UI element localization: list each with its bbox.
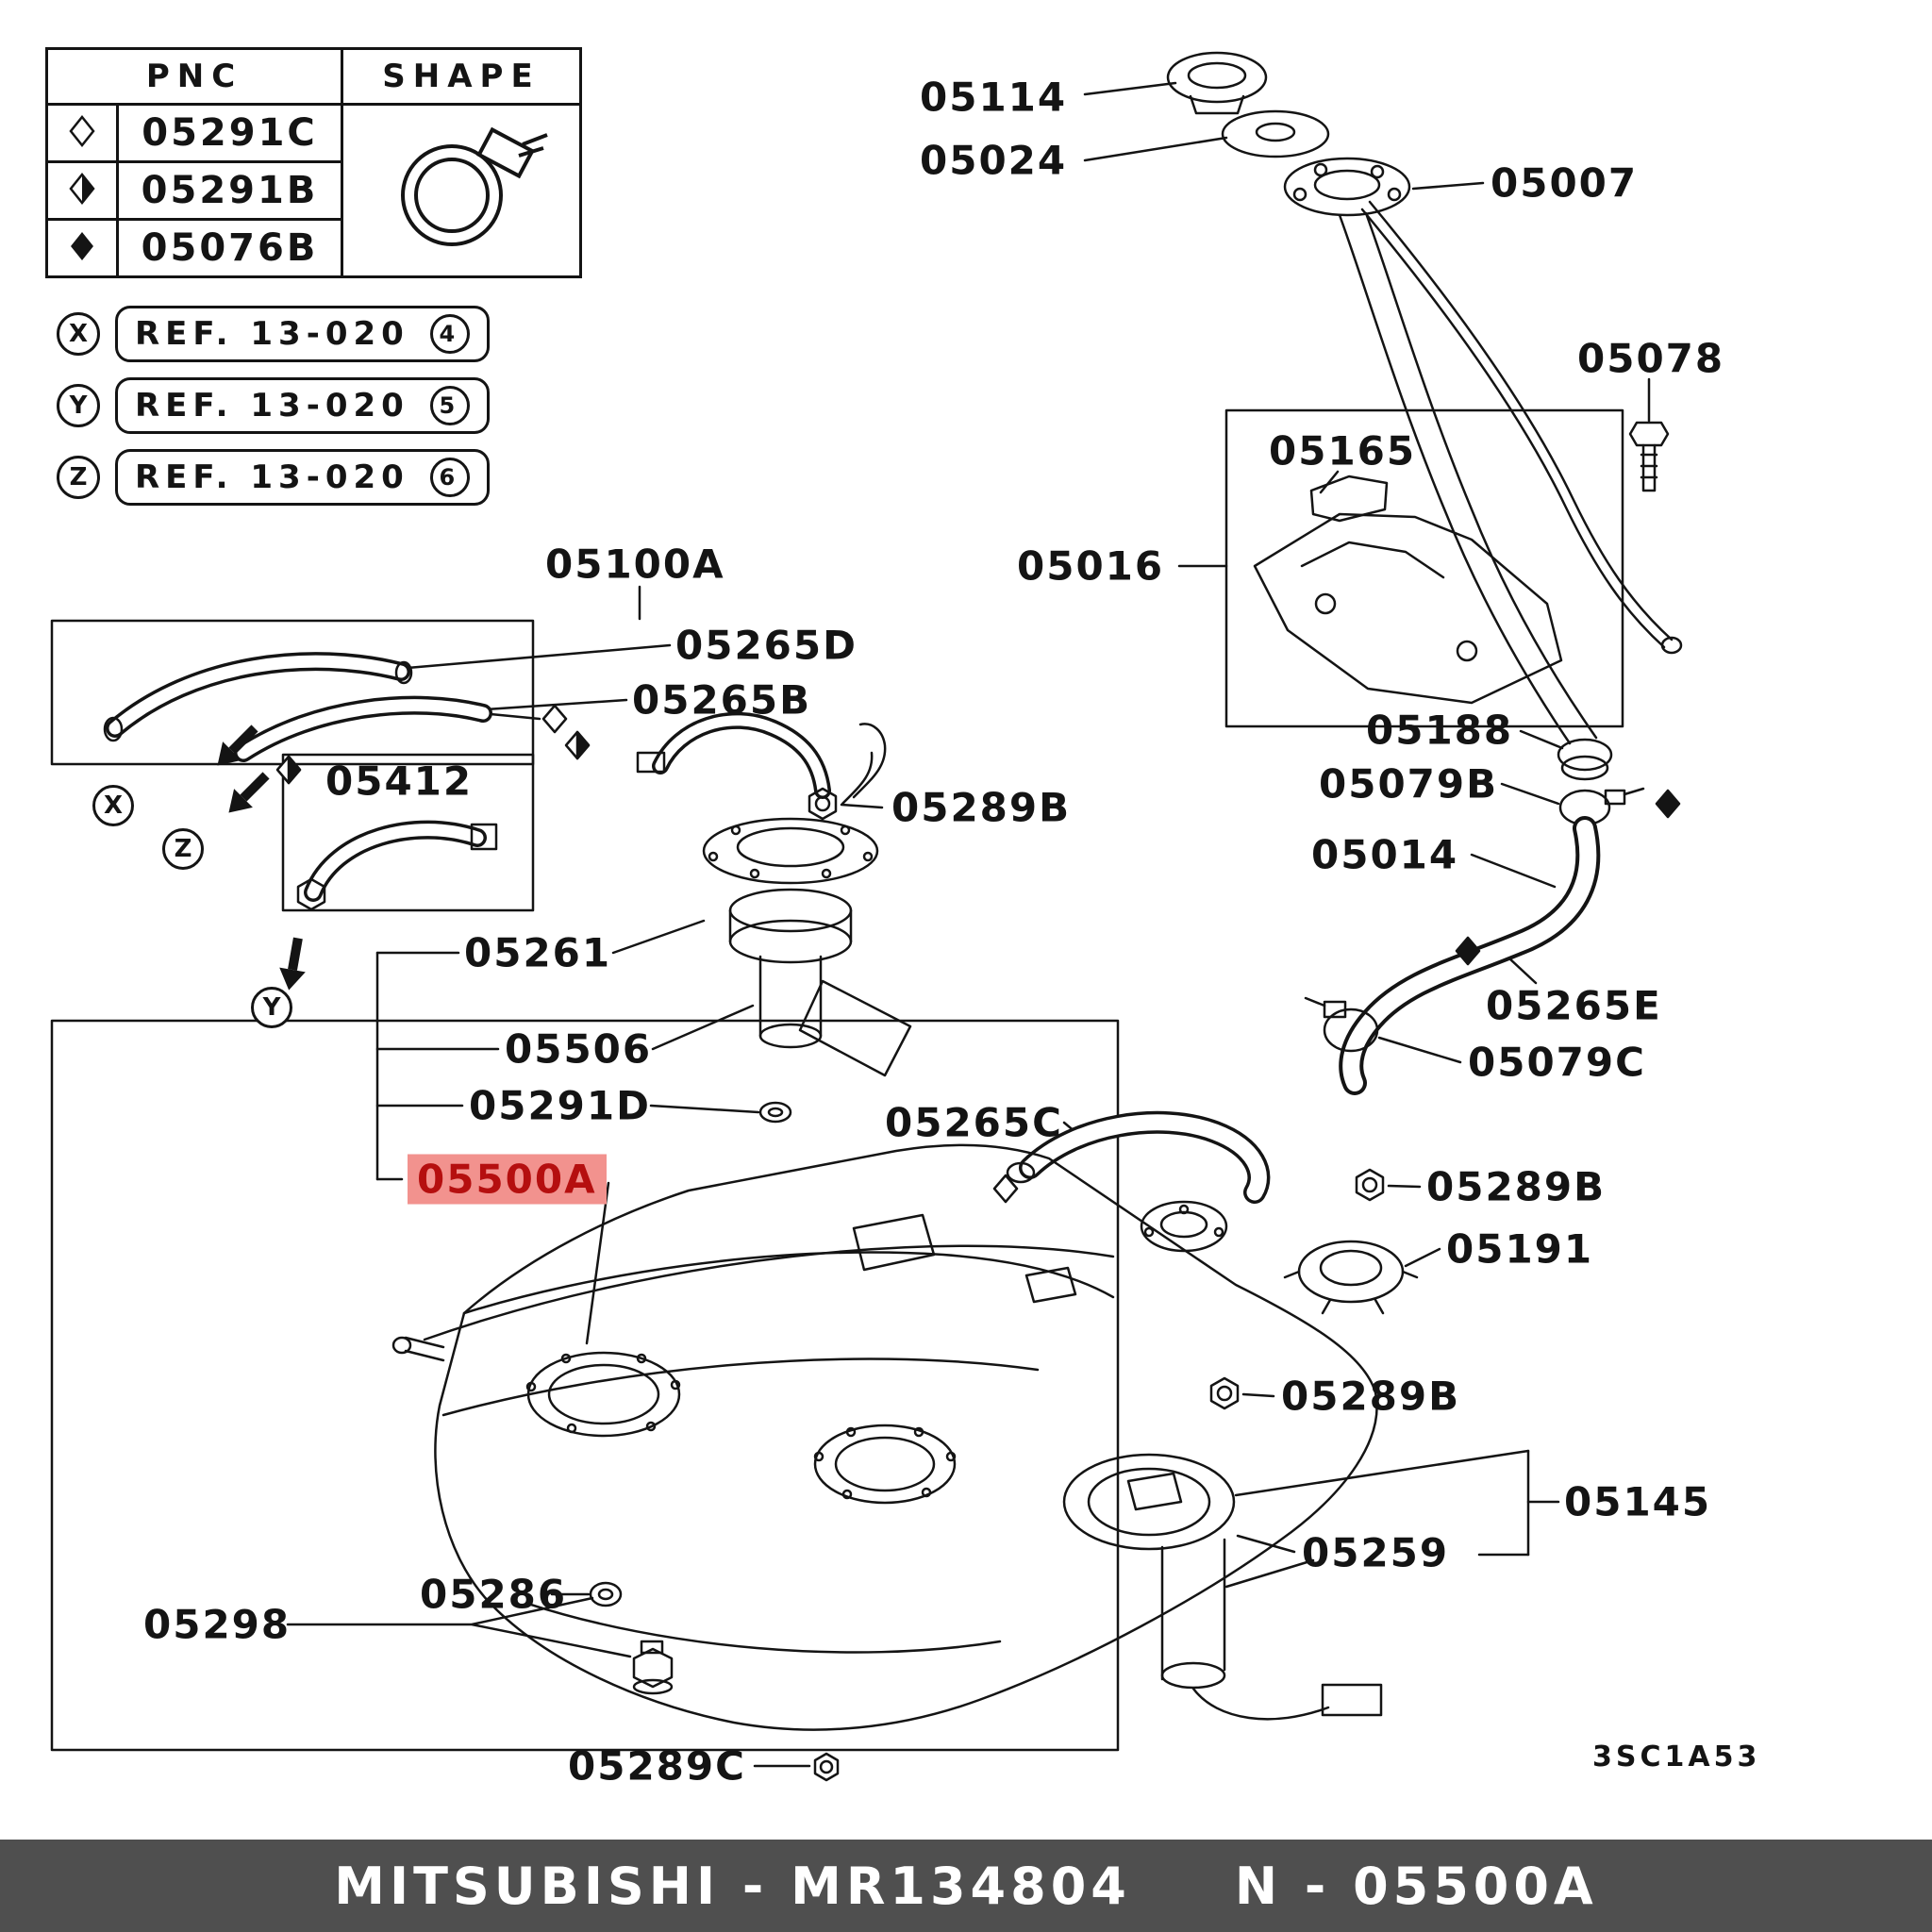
fuel-filler-cap bbox=[1166, 51, 1268, 115]
fuel-filler-neck bbox=[1283, 157, 1683, 745]
part-label-05024: 05024 bbox=[920, 137, 1068, 184]
ref-row-x: X REF. 13-020 4 bbox=[57, 306, 490, 362]
part-label-05298: 05298 bbox=[143, 1601, 291, 1648]
pump-flange-left bbox=[525, 1351, 681, 1438]
filler-hose bbox=[1339, 816, 1601, 1095]
part-label-05265e: 05265E bbox=[1486, 982, 1662, 1029]
filler-cap-gasket bbox=[1221, 109, 1330, 158]
part-label-05188: 05188 bbox=[1366, 707, 1514, 754]
ref-letter-z: Z bbox=[57, 456, 100, 499]
grommet-05291d bbox=[758, 1101, 792, 1124]
part-label-05114: 05114 bbox=[920, 74, 1068, 121]
nut-05289b-2 bbox=[1355, 1168, 1385, 1202]
part-label-05506: 05506 bbox=[505, 1025, 653, 1073]
washer-05286 bbox=[589, 1581, 623, 1607]
ref-box-x: REF. 13-020 4 bbox=[115, 306, 490, 362]
part-label-05289b-2: 05289B bbox=[1426, 1163, 1607, 1210]
pump-flange-center bbox=[813, 1424, 957, 1505]
ref-row-z: Z REF. 13-020 6 bbox=[57, 449, 490, 506]
part-label-05265b: 05265B bbox=[632, 676, 812, 724]
leader-lines bbox=[286, 81, 1651, 1768]
ref-text: REF. 13-020 bbox=[135, 315, 409, 353]
ref-box-z: REF. 13-020 6 bbox=[115, 449, 490, 506]
legend-row: 05076B bbox=[45, 218, 581, 278]
part-label-05191: 05191 bbox=[1446, 1225, 1594, 1273]
part-label-05265d: 05265D bbox=[675, 622, 858, 669]
ref-number: 4 bbox=[429, 314, 470, 354]
part-label-05014: 05014 bbox=[1311, 831, 1459, 878]
drain-plug-05298 bbox=[632, 1640, 674, 1695]
part-label-05145: 05145 bbox=[1564, 1478, 1712, 1525]
part-label-05007: 05007 bbox=[1491, 159, 1639, 207]
ref-letter-x: X bbox=[57, 312, 100, 356]
part-label-05079b: 05079B bbox=[1319, 760, 1499, 808]
legend-row: 05291C bbox=[45, 103, 582, 278]
ref-text: REF. 13-020 bbox=[135, 458, 409, 496]
part-label-05265c: 05265C bbox=[885, 1099, 1063, 1146]
fuel-pump-module bbox=[1062, 1453, 1383, 1721]
diamond-markers bbox=[275, 704, 1681, 1204]
fuel-pump-assembly bbox=[636, 711, 912, 1077]
gauge-flange bbox=[1140, 1200, 1228, 1253]
part-label-05261: 05261 bbox=[464, 929, 612, 976]
filler-pipe-protector bbox=[1253, 475, 1563, 705]
fuel-tank-body bbox=[391, 1143, 1378, 1731]
diamond-outline-icon bbox=[45, 103, 119, 163]
diagram-code: 3SC1A53 bbox=[1592, 1740, 1761, 1774]
part-label-05289c: 05289C bbox=[568, 1742, 746, 1790]
part-label-05291d: 05291D bbox=[469, 1082, 651, 1129]
hose-05412 bbox=[296, 820, 498, 911]
hose-clamp-shape-drawing bbox=[341, 103, 582, 278]
callout-letter-z: Z bbox=[162, 828, 204, 870]
ref-number: 6 bbox=[429, 458, 470, 497]
ref-row-y: Y REF. 13-020 5 bbox=[57, 377, 490, 434]
ref-box-y: REF. 13-020 5 bbox=[115, 377, 490, 434]
group-box-protector bbox=[1224, 408, 1624, 728]
direction-arrows bbox=[217, 724, 306, 991]
diamond-filled-icon bbox=[45, 218, 119, 278]
pnc-header: PNC bbox=[45, 47, 343, 106]
pnc-value: 05291C bbox=[116, 103, 343, 163]
footer-brand-and-part-number: MITSUBISHI - MR134804 bbox=[334, 1856, 1131, 1916]
nut-05289b-3 bbox=[1209, 1376, 1240, 1410]
part-label-05100a: 05100A bbox=[545, 541, 725, 588]
part-label-05286: 05286 bbox=[420, 1571, 568, 1618]
shape-header: SHAPE bbox=[341, 47, 582, 106]
filler-hose-connector bbox=[1557, 738, 1613, 781]
nut-05289c bbox=[813, 1752, 840, 1782]
part-label-05412: 05412 bbox=[325, 758, 474, 805]
group-box-tank bbox=[50, 1019, 1120, 1752]
callout-letter-x: X bbox=[92, 785, 134, 826]
callout-letter-y: Y bbox=[251, 987, 292, 1028]
ref-number: 5 bbox=[429, 386, 470, 425]
hose-clamp-05079c bbox=[1304, 996, 1379, 1053]
part-label-05500a-highlighted: 05500A bbox=[408, 1154, 607, 1205]
fuel-cap-05191 bbox=[1283, 1240, 1419, 1315]
footer-pnc-reference: N - 05500A bbox=[1234, 1856, 1598, 1916]
ref-text: REF. 13-020 bbox=[135, 387, 409, 425]
pnc-value: 05291B bbox=[116, 160, 343, 221]
bolt-05078 bbox=[1628, 421, 1670, 492]
vapor-hose-05265c bbox=[1006, 1110, 1271, 1204]
nut-05289b-1 bbox=[808, 787, 838, 821]
part-label-05289b-3: 05289B bbox=[1281, 1373, 1461, 1420]
breather-hoses bbox=[103, 652, 541, 762]
footer-bar: MITSUBISHI - MR134804 N - 05500A bbox=[0, 1840, 1932, 1932]
part-label-05016: 05016 bbox=[1017, 542, 1165, 590]
part-label-05079c: 05079C bbox=[1468, 1039, 1646, 1086]
part-label-05259: 05259 bbox=[1302, 1529, 1450, 1576]
diamond-half-icon bbox=[45, 160, 119, 221]
pnc-value: 05076B bbox=[116, 218, 343, 278]
legend-row: 05291B bbox=[45, 160, 581, 221]
ref-letter-y: Y bbox=[57, 384, 100, 427]
part-label-05289b-1: 05289B bbox=[891, 784, 1072, 831]
legend-table: PNC SHAPE 05291C 05291B bbox=[45, 47, 582, 278]
part-label-05078: 05078 bbox=[1577, 335, 1725, 382]
hose-clamp-05079b bbox=[1558, 787, 1645, 826]
part-label-05165: 05165 bbox=[1269, 427, 1417, 475]
